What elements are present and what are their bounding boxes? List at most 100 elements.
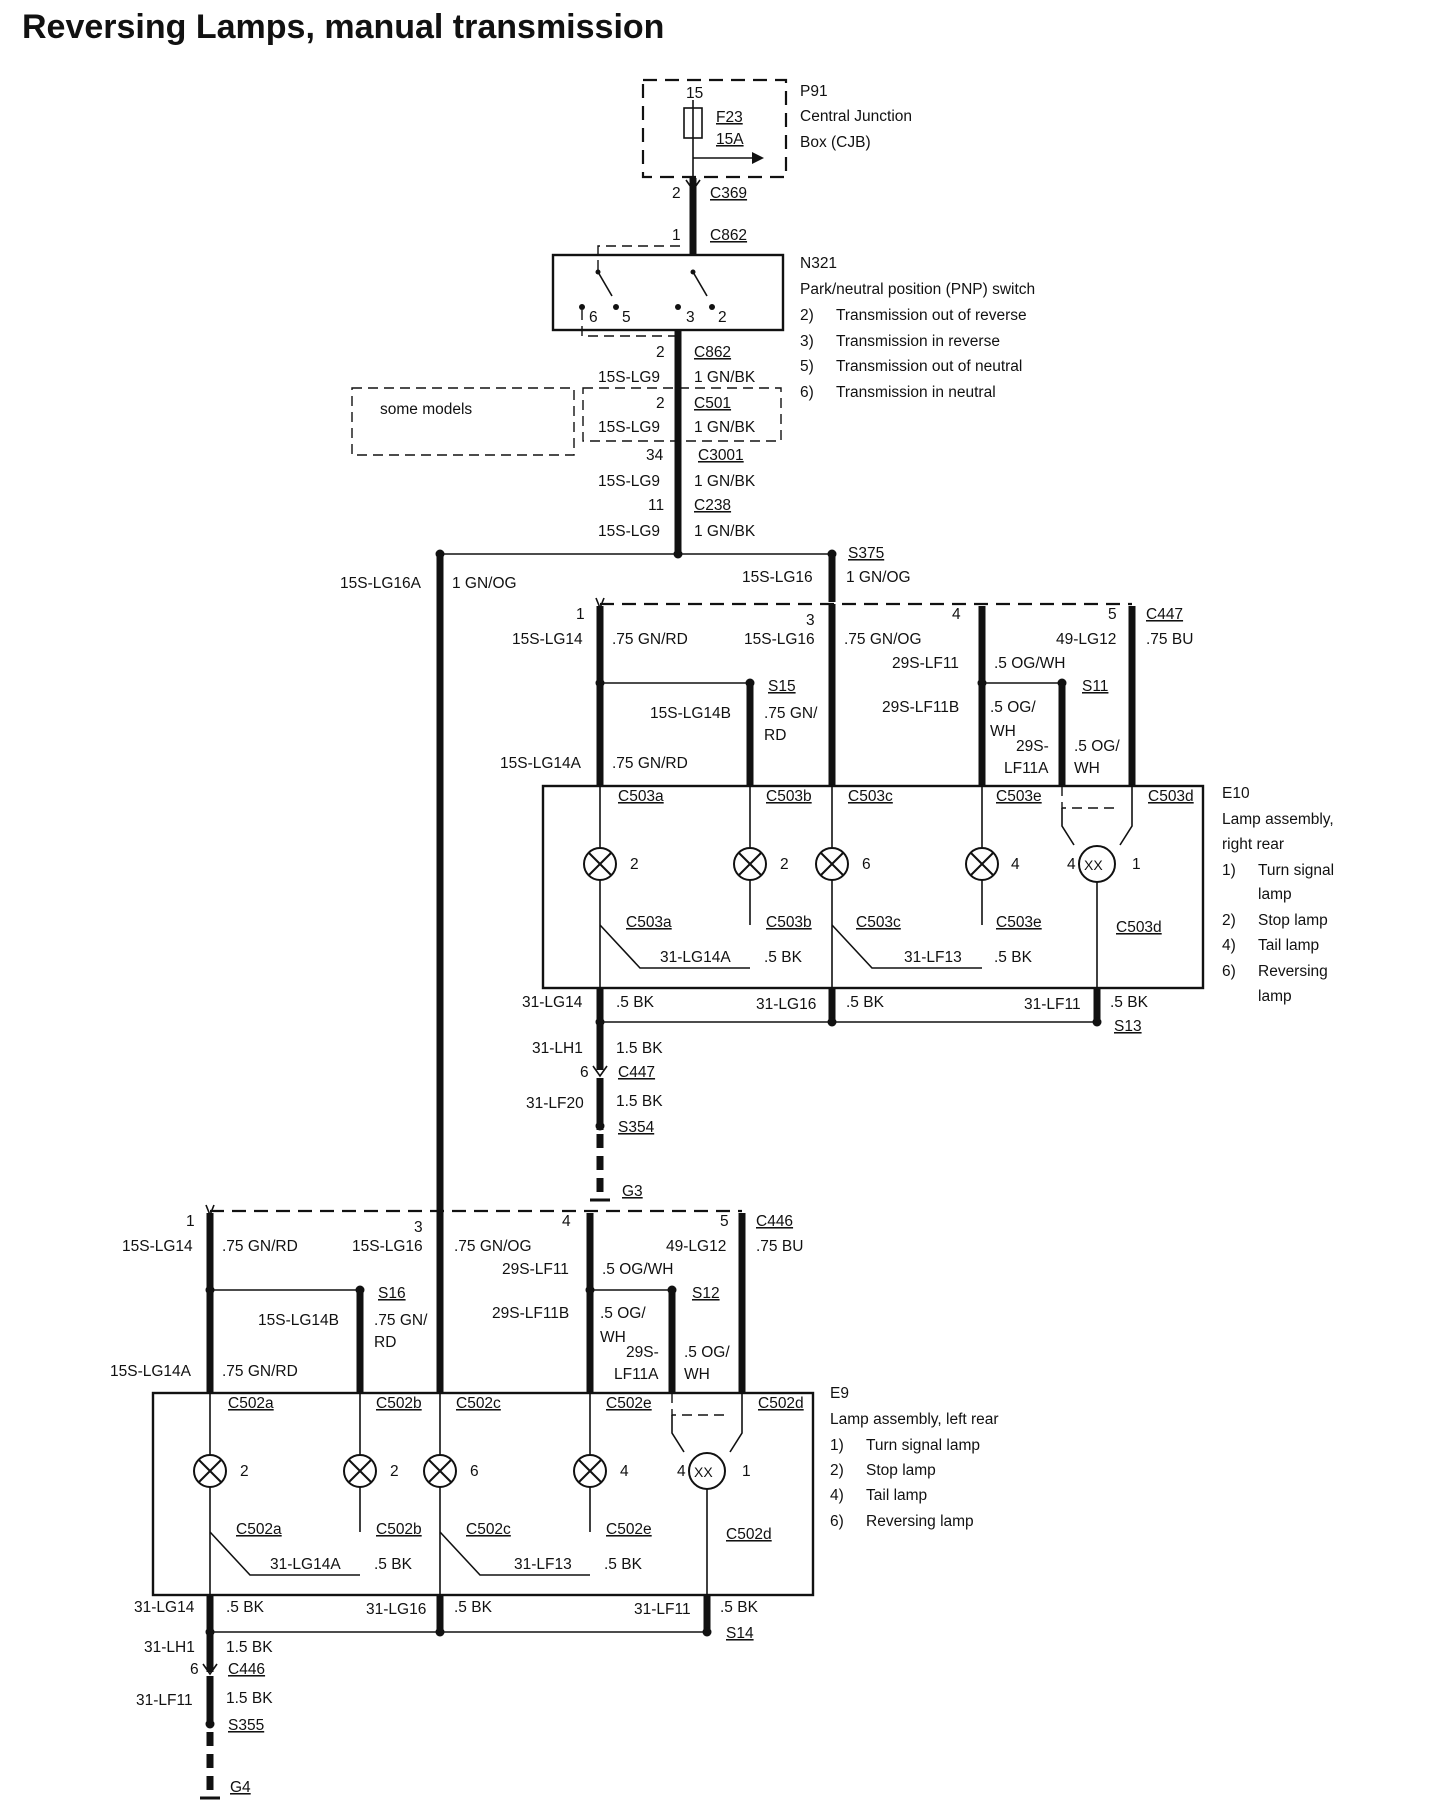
wire-31-lg14: 31-LG14 xyxy=(522,994,583,1011)
c447-pin-4: 4 xyxy=(952,606,961,623)
wire-29s-lf11a: LF11A xyxy=(1004,760,1049,777)
svg-text:Tail lamp: Tail lamp xyxy=(1258,937,1319,954)
c502b-label: C502b xyxy=(376,1395,422,1412)
svg-text:1): 1) xyxy=(1222,862,1236,879)
wire-5-bk: .5 BK xyxy=(604,1556,643,1573)
wire-29s-lf11b: 29S-LF11B xyxy=(882,699,959,716)
wire-75-bu: .75 BU xyxy=(1146,631,1193,648)
wire-5-og-wh: .5 OG/ xyxy=(600,1305,646,1322)
c502a-label: C502a xyxy=(236,1521,282,1538)
c446-label-2: C446 xyxy=(228,1661,265,1678)
wire-49-lg12: 49-LG12 xyxy=(666,1238,726,1255)
c446-label: C446 xyxy=(756,1213,793,1230)
wire-31-lf13: 31-LF13 xyxy=(514,1556,572,1573)
svg-text:Turn signal lamp: Turn signal lamp xyxy=(866,1437,980,1454)
svg-text:Stop lamp: Stop lamp xyxy=(866,1462,936,1479)
svg-text:2): 2) xyxy=(830,1462,844,1479)
wire-75-gn-og: .75 GN/OG xyxy=(844,631,922,648)
c238-label: C238 xyxy=(694,497,731,514)
wire-5-og-wh: .5 OG/ xyxy=(684,1344,730,1361)
svg-text:Transmission out of neutral: Transmission out of neutral xyxy=(836,358,1022,375)
switch-contact-icon xyxy=(692,271,708,297)
wire-5-og-wh: WH xyxy=(990,723,1016,740)
c369-label: C369 xyxy=(710,185,747,202)
s12-label: S12 xyxy=(692,1285,720,1302)
svg-text:XX: XX xyxy=(694,1464,713,1480)
c446-pin-1: 1 xyxy=(186,1213,195,1230)
c502e-label: C502e xyxy=(606,1521,652,1538)
s13-label: S13 xyxy=(1114,1018,1142,1035)
wire-5-og-wh: .5 OG/ xyxy=(1074,738,1120,755)
wire-75-gn-rd: .75 GN/ xyxy=(374,1312,428,1329)
wire-31-lf20: 31-LF20 xyxy=(526,1095,584,1112)
splice-s11 xyxy=(1057,678,1067,688)
wire-31-lg16: 31-LG16 xyxy=(366,1601,426,1618)
s14-label: S14 xyxy=(726,1625,754,1642)
wire-29s-lf11: 29S-LF11 xyxy=(892,655,959,672)
wire-1-gn-bk: 1 GN/BK xyxy=(694,473,756,490)
wire-15s-lg14b: 15S-LG14B xyxy=(258,1312,339,1329)
c447-pin-6: 6 xyxy=(580,1064,589,1081)
pnp-pin-6: 6 xyxy=(589,309,598,326)
tail-lamp-icon xyxy=(573,1454,607,1488)
c502d-label: C502d xyxy=(726,1526,772,1543)
wire-15s-lg14: 15S-LG14 xyxy=(122,1238,193,1255)
svg-text:Transmission out of reverse: Transmission out of reverse xyxy=(836,307,1027,324)
svg-text:1): 1) xyxy=(830,1437,844,1454)
c503d-label: C503d xyxy=(1148,788,1194,805)
c447-label: C447 xyxy=(1146,606,1183,623)
wire-5-bk: .5 BK xyxy=(720,1599,759,1616)
c503b-label: C503b xyxy=(766,788,812,805)
g3-label: G3 xyxy=(622,1183,643,1200)
pnp-switch-box xyxy=(551,253,785,332)
wire-75-gn-rd: RD xyxy=(374,1334,396,1351)
wire-75-gn-rd: .75 GN/RD xyxy=(222,1238,298,1255)
wire-5-bk: .5 BK xyxy=(764,949,803,966)
wire-5-bk: .5 BK xyxy=(616,994,655,1011)
turn-signal-lamp-icon: XX xyxy=(688,1452,726,1490)
c862-label-2: C862 xyxy=(694,344,731,361)
wire-75-gn-rd: .75 GN/RD xyxy=(612,631,688,648)
wire-15s-lg14b: 15S-LG14B xyxy=(650,705,731,722)
reversing-lamp-icon xyxy=(423,1454,457,1488)
svg-text:4): 4) xyxy=(1222,937,1236,954)
wire-15s-lg14a: 15S-LG14A xyxy=(110,1363,192,1380)
wire-31-lg16: 31-LG16 xyxy=(756,996,816,1013)
svg-text:lamp: lamp xyxy=(1258,988,1292,1005)
g4-label: G4 xyxy=(230,1779,251,1796)
lamp-num: 1 xyxy=(742,1463,751,1480)
lamp-num: 4 xyxy=(677,1463,686,1480)
some-models-label: some models xyxy=(380,401,472,418)
page-title: Reversing Lamps, manual transmission xyxy=(22,8,664,46)
wire-15s-lg9: 15S-LG9 xyxy=(598,369,660,386)
svg-text:Transmission in reverse: Transmission in reverse xyxy=(836,333,1000,350)
wire-15s-lg14: 15S-LG14 xyxy=(512,631,583,648)
c503d-label: C503d xyxy=(1116,919,1162,936)
splice-s15 xyxy=(745,678,755,688)
pnp-pin-2: 2 xyxy=(718,309,727,326)
c3001-pin: 34 xyxy=(646,447,664,464)
svg-text:Reversing lamp: Reversing lamp xyxy=(866,1513,974,1530)
wire-15s-lg16: 15S-LG16 xyxy=(352,1238,423,1255)
wire-31-lf11: 31-LF11 xyxy=(634,1601,691,1618)
pnp-name: Park/neutral position (PNP) switch xyxy=(800,281,1035,298)
fuse-label: F23 xyxy=(716,109,743,126)
wire-15-bk: 1.5 BK xyxy=(226,1639,273,1656)
wire-31-lf11: 31-LF11 xyxy=(136,1692,193,1709)
c446-pin-5: 5 xyxy=(720,1213,729,1230)
stop-lamp-icon xyxy=(733,847,767,881)
wire-15-bk: 1.5 BK xyxy=(616,1093,663,1110)
c503a-label: C503a xyxy=(618,788,664,805)
svg-text:E9: E9 xyxy=(830,1385,849,1402)
wire-29s-lf11a: LF11A xyxy=(614,1366,659,1383)
wire-1-gn-og: 1 GN/OG xyxy=(452,575,517,592)
wire-15-bk: 1.5 BK xyxy=(226,1690,273,1707)
c446-pin-6: 6 xyxy=(190,1661,199,1678)
c503e-label: C503e xyxy=(996,788,1042,805)
wire-5-og-wh: WH xyxy=(684,1366,710,1383)
c446-pin-3: 3 xyxy=(414,1219,423,1236)
wire-15-bk: 1.5 BK xyxy=(616,1040,663,1057)
wire-75-gn-og: .75 GN/OG xyxy=(454,1238,532,1255)
c502a-label: C502a xyxy=(228,1395,274,1412)
wire-5-og-wh: WH xyxy=(600,1329,626,1346)
